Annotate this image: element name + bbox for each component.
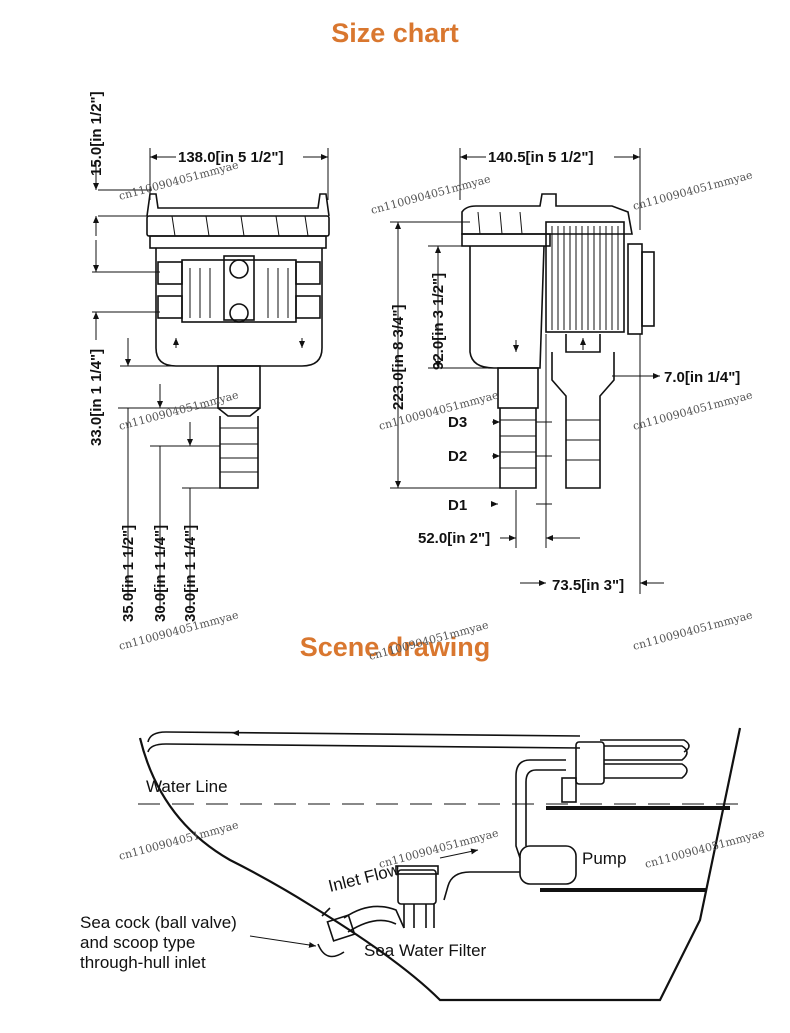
watermark-10: cn1100904051mmyae [117, 818, 240, 862]
watermark-3: cn1100904051mmyae [631, 168, 754, 212]
total-height-dimension: 223.0[in 8 3/4"] [390, 304, 407, 410]
watermark-6: cn1100904051mmyae [631, 388, 754, 432]
d3-label: D3 [448, 414, 467, 431]
inlet-width-dimension: 73.5[in 3"] [552, 577, 624, 594]
h3-dimension: 30.0[in 1 1/4"] [182, 525, 199, 622]
watermark-2: cn1100904051mmyae [369, 172, 492, 216]
sea-cock-label-line1: Sea cock (ball valve) [80, 913, 237, 932]
front-width-dimension: 138.0[in 5 1/2"] [178, 149, 284, 166]
sea-cock-label-line3: through-hull inlet [80, 953, 206, 972]
water-line-label: Water Line [146, 777, 228, 796]
sea-cock-label-line2: and scoop type [80, 933, 195, 952]
top-height-dimension: 15.0[in 1/2"] [88, 91, 105, 176]
watermark-11: cn1100904051mmyae [377, 826, 500, 870]
watermark-9: cn1100904051mmyae [631, 608, 754, 652]
d2-label: D2 [448, 448, 467, 465]
offset-dimension: 7.0[in 1/4"] [664, 369, 740, 386]
side-width-dimension: 140.5[in 5 1/2"] [488, 149, 594, 166]
pump-label: Pump [582, 849, 626, 868]
body-height-dimension: 92.0[in 3 1/2"] [430, 273, 447, 370]
scene-drawing: Water Line Pump Sea Water Filter Inlet F… [80, 727, 742, 1002]
outlet-width-dimension: 52.0[in 2"] [418, 530, 490, 547]
watermark-8: cn1100904051mmyae [367, 618, 490, 662]
front-view: 138.0[in 5 1/2"] 15.0[in 1/2"] [88, 91, 330, 622]
h2-dimension: 30.0[in 1 1/4"] [152, 525, 169, 622]
size-chart-title: Size chart [331, 18, 459, 48]
side-view: 140.5[in 5 1/2"] 223.0[in 8 3/4"] [390, 148, 740, 594]
d1-label: D1 [448, 497, 467, 514]
lower-height-dimension: 33.0[in 1 1/4"] [88, 349, 105, 446]
filter-label: Sea Water Filter [364, 941, 487, 960]
h1-dimension: 35.0[in 1 1/2"] [120, 525, 137, 622]
scene-drawing-title: Scene drawing [299, 632, 491, 662]
watermark-12: cn1100904051mmyae [643, 826, 766, 870]
